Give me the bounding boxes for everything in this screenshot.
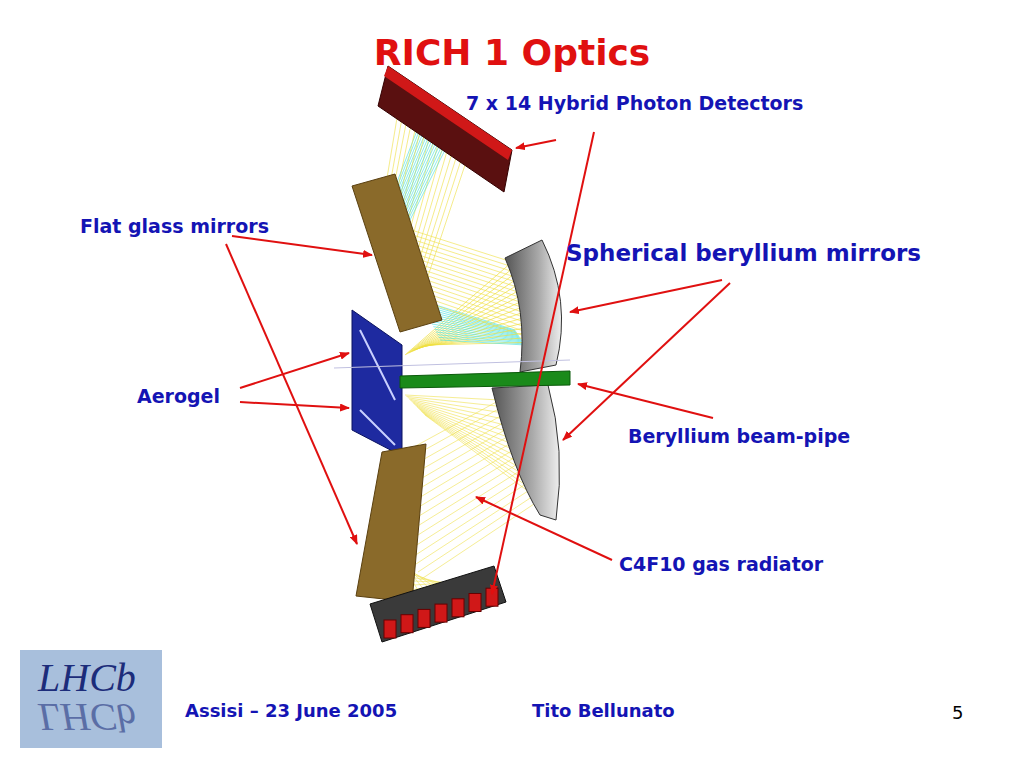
- page-number: 5: [952, 702, 963, 723]
- flat-mirror-upper: [352, 174, 442, 332]
- spherical-mirror-lower: [492, 385, 560, 520]
- footer-author: Tito Bellunato: [532, 700, 675, 721]
- hpd-tubes: [384, 588, 498, 638]
- slide-title: RICH 1 Optics: [374, 32, 650, 73]
- logo-text: LHCb: [38, 654, 136, 701]
- flat-mirror-lower: [356, 444, 426, 602]
- hpd-plane-top: [378, 66, 512, 192]
- beam-axis: [334, 360, 570, 368]
- radiator-label: C4F10 gas radiator: [619, 553, 823, 575]
- beampipe-label: Beryllium beam-pipe: [628, 425, 850, 447]
- beam-pipe: [400, 371, 570, 388]
- hpd-plane-bottom: [370, 566, 506, 642]
- aerogel-glint: [360, 330, 395, 445]
- detector-label: 7 x 14 Hybrid Photon Detectors: [466, 92, 803, 114]
- logo-reflection: LHCb: [38, 694, 136, 741]
- aerogel-label: Aerogel: [137, 385, 220, 407]
- mirror-label: Spherical beryllium mirrors: [566, 240, 921, 266]
- mirror-label: Flat glass mirrors: [80, 215, 269, 237]
- leader-lines: [226, 132, 730, 594]
- footer-venue: Assisi – 23 June 2005: [185, 700, 397, 721]
- spherical-mirror-upper: [505, 240, 562, 372]
- aerogel-tile: [352, 310, 402, 456]
